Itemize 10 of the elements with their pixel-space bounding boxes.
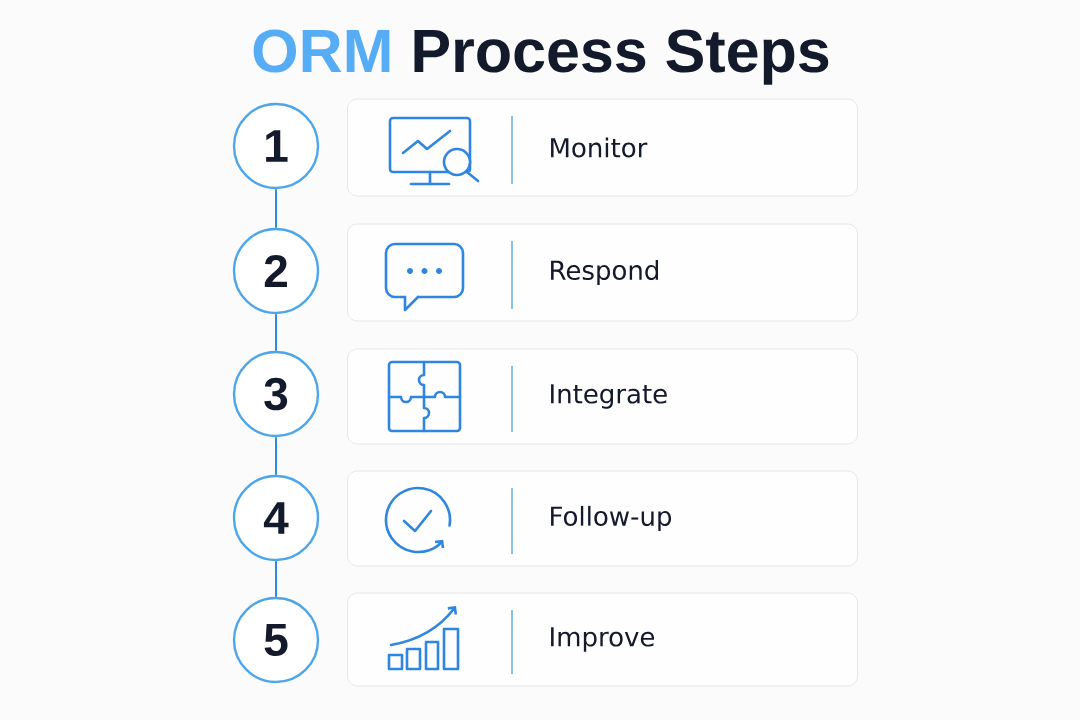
step-card: Improve (347, 592, 858, 687)
connector-line (275, 560, 277, 598)
connector-line (275, 436, 277, 476)
step-card: Respond (347, 223, 858, 322)
step-card: Integrate (347, 348, 858, 445)
connector-line (275, 188, 277, 229)
title: ORM Process Steps (253, 29, 829, 85)
step-card: Monitor (347, 98, 858, 197)
step-card: Follow-up (347, 470, 858, 567)
connector-line (275, 313, 277, 352)
